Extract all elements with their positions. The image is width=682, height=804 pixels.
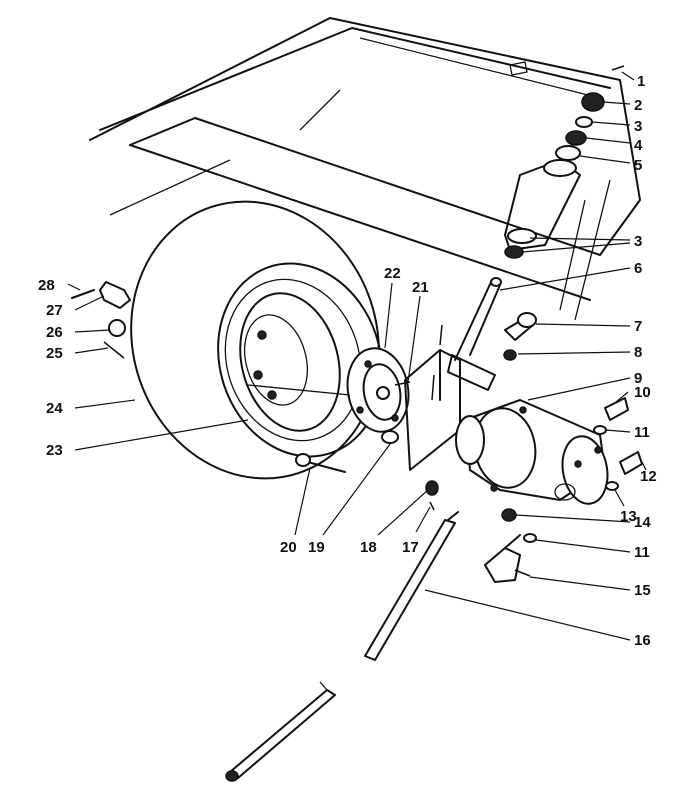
callout-23: 23 [46,442,63,459]
callout-3b: 3 [634,233,642,250]
fittings [484,397,643,583]
hydraulic-motor [455,399,609,505]
callout-18: 18 [360,539,377,556]
callout-3: 3 [634,118,642,135]
small-parts [425,480,439,511]
wheel-hub [346,347,410,433]
axle-line [247,384,351,396]
callout-5: 5 [634,157,642,174]
callout-2: 2 [634,97,642,114]
callout-26: 26 [46,324,63,341]
callout-10: 10 [634,384,651,401]
callout-9: 9 [634,370,642,387]
mower-frame [89,17,641,321]
callout-11b: 11 [634,544,650,561]
tire [130,200,383,480]
callout-28: 28 [38,277,55,294]
callout-13: 13 [620,508,637,525]
wheel-rim [239,292,341,432]
callout-15: 15 [634,582,651,599]
callout-22: 22 [384,265,401,282]
callout-19: 19 [308,539,325,556]
callout-11: 11 [634,424,650,441]
callout-12: 12 [640,468,657,485]
callout-4: 4 [634,137,643,154]
callout-25: 25 [46,345,63,362]
spindle-housing [504,159,581,259]
callout-8: 8 [634,344,642,361]
callout-1: 1 [637,73,645,90]
callout-14: 14 [634,514,651,531]
stack-parts [555,65,625,161]
callout-7: 7 [634,318,642,335]
drive-rod [225,511,459,782]
fasteners [71,281,411,473]
callout-21: 21 [412,279,429,296]
callout-16: 16 [634,632,651,649]
callout-20: 20 [280,539,297,556]
leader-lines [67,71,647,641]
callout-labels: 1 2 3 4 5 3 6 7 8 9 10 11 12 13 14 11 15… [38,73,657,649]
callout-24: 24 [46,400,63,417]
callout-27: 27 [46,302,63,319]
steering-bracket [404,277,537,471]
callout-17: 17 [402,539,419,556]
callout-6: 6 [634,260,642,277]
